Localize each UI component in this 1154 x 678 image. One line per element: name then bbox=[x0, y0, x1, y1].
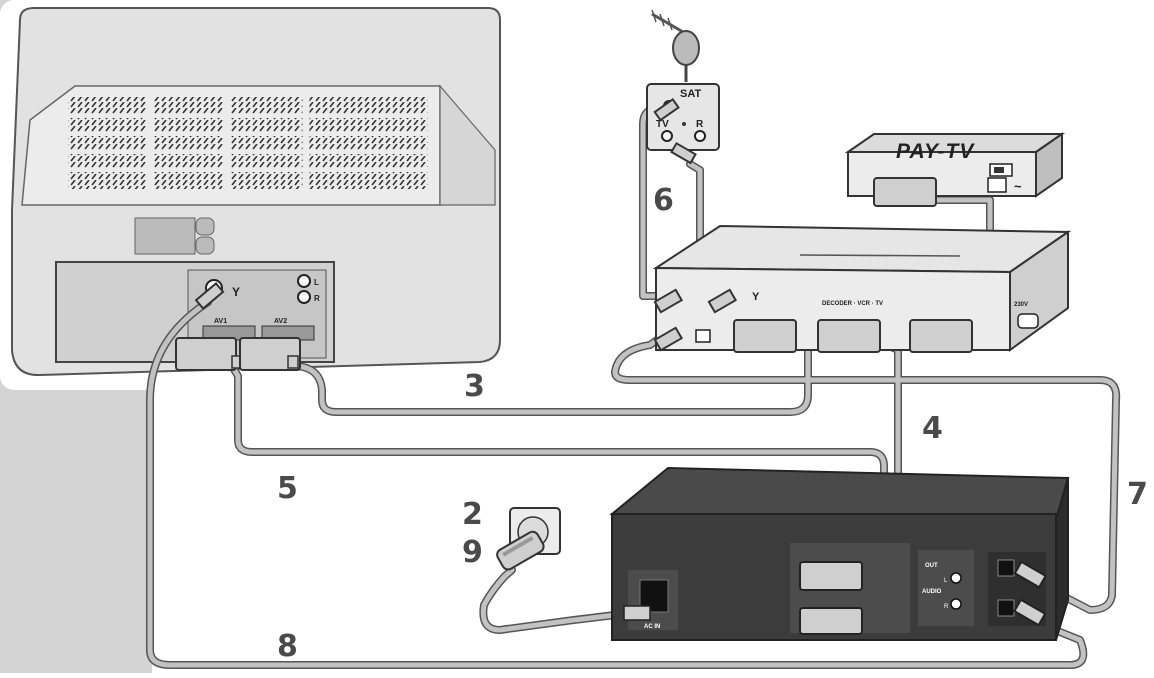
tv-scart-plug-2 bbox=[239, 337, 301, 371]
tv-audio-r-label: R bbox=[314, 294, 320, 303]
tv-audio-r-socket bbox=[297, 290, 311, 304]
vcr-audio-label: AUDIO bbox=[922, 589, 942, 595]
vcr-out-label: OUT bbox=[925, 563, 938, 569]
vcr-scart-plug-1 bbox=[799, 561, 863, 591]
svg-text:Y: Y bbox=[752, 291, 760, 303]
svg-text:230V: 230V bbox=[1014, 302, 1028, 308]
step-5-label: 5 bbox=[277, 471, 298, 506]
step-3-label: 3 bbox=[464, 369, 485, 404]
tv-antenna-plug bbox=[194, 282, 225, 311]
tv-socket-label: TV bbox=[656, 119, 669, 130]
pay-tv-decoder: PAY-TV ~ bbox=[844, 132, 1066, 207]
tv-vent-grille bbox=[68, 96, 430, 190]
sat-receiver: DECODER · VCR · TV 230V Y bbox=[652, 224, 1072, 353]
tv-label-plate bbox=[134, 217, 196, 255]
tv-audio-l-label: L bbox=[314, 278, 319, 287]
svg-text:~: ~ bbox=[1014, 179, 1022, 194]
decoder-scart-plug bbox=[873, 177, 937, 207]
tv-scart-1-label: AV1 bbox=[214, 318, 227, 325]
step-4-label: 4 bbox=[922, 411, 943, 446]
receiver-scart-plug-3 bbox=[909, 319, 973, 353]
step-9-label: 9 bbox=[462, 535, 483, 570]
pay-tv-label: PAY-TV bbox=[896, 140, 975, 163]
vcr-ac-label: AC IN bbox=[644, 624, 660, 630]
vcr-audio-l-label: L bbox=[944, 578, 948, 584]
receiver-scart-plug-2 bbox=[817, 319, 881, 353]
r-socket-label: R bbox=[696, 119, 704, 130]
mains-wall-socket bbox=[496, 507, 561, 571]
tv-scart-2-label: AV2 bbox=[274, 318, 287, 325]
vcr-scart-plug-2 bbox=[799, 607, 863, 635]
step-7-label: 7 bbox=[1127, 477, 1148, 512]
tv-plugs bbox=[175, 282, 301, 371]
satellite-dish bbox=[651, 9, 700, 82]
step-8-label: 8 bbox=[277, 629, 298, 664]
receiver-scart-plug-1 bbox=[733, 319, 797, 353]
step-2-label: 2 bbox=[462, 497, 483, 532]
vcr-audio-r-label: R bbox=[944, 604, 949, 610]
tv-audio-l-socket bbox=[297, 274, 311, 288]
svg-text:DECODER · VCR · TV: DECODER · VCR · TV bbox=[822, 301, 883, 307]
tv-scart-plug-1 bbox=[175, 337, 237, 371]
mains-plug bbox=[496, 530, 545, 571]
svg-text:Y: Y bbox=[232, 285, 240, 299]
sat-socket-label: SAT bbox=[680, 88, 701, 100]
tv-rear: Y L R AV1 AV2 bbox=[11, 7, 501, 377]
step-6-label: 6 bbox=[653, 183, 674, 218]
sat-wall-socket: SAT TV R bbox=[646, 83, 720, 165]
vcr-rear: AC IN OUT AUDIO L R bbox=[609, 466, 1070, 641]
